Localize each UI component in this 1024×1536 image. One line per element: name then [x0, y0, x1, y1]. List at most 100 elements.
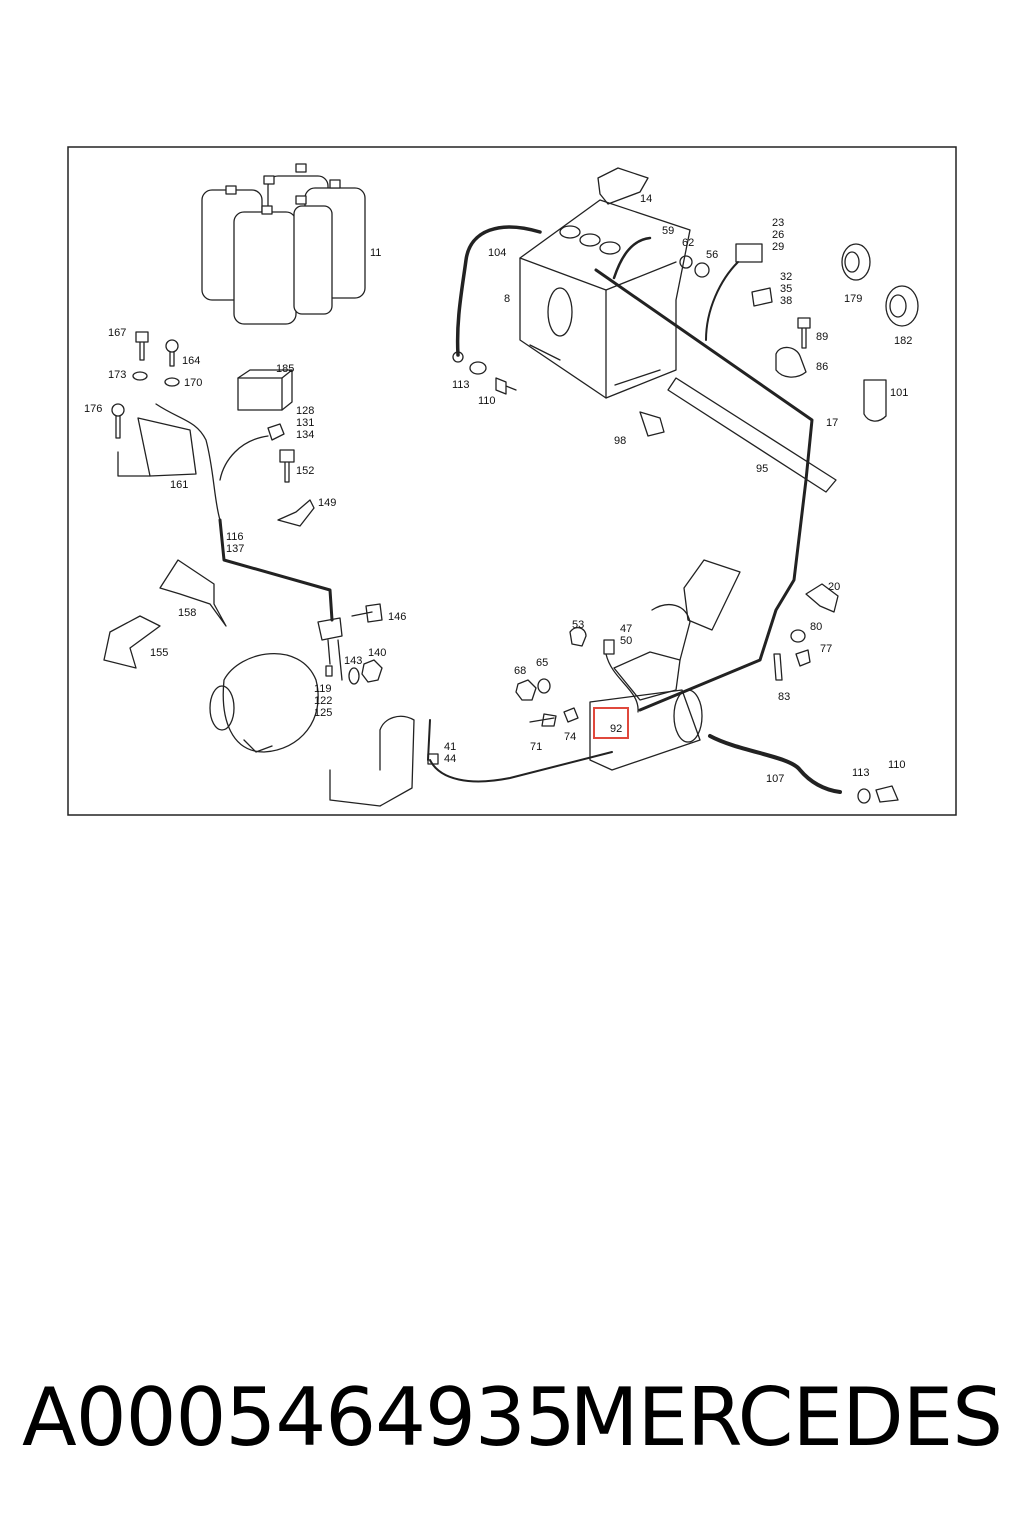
label-122: 122 [314, 695, 332, 707]
nut-68-icon [515, 679, 537, 701]
part-number: A0005464935 [22, 1371, 576, 1464]
cable-107 [708, 734, 842, 794]
label-59: 59 [662, 225, 674, 237]
sensor-128-icon [267, 423, 285, 441]
relay-185-icon [237, 377, 283, 411]
label-56: 56 [706, 249, 718, 261]
engine-block-icon [329, 715, 415, 807]
fuse-box-161-icon [137, 417, 197, 477]
label-68: 68 [514, 665, 526, 677]
label-11: 11 [370, 247, 381, 259]
label-128: 128 [296, 405, 314, 417]
label-53: 53 [572, 619, 584, 631]
label-167: 167 [108, 327, 126, 339]
nut-140-icon [361, 659, 383, 683]
label-41: 41 [444, 741, 456, 753]
brand-name: MERCEDES [569, 1371, 1003, 1464]
screw-71-icon [529, 713, 557, 727]
battery-icon [519, 199, 691, 399]
label-23: 23 [772, 217, 784, 229]
bracket-155-icon [103, 615, 161, 669]
label-104: 104 [488, 247, 506, 259]
label-149: 149 [318, 497, 336, 509]
label-86: 86 [816, 361, 828, 373]
label-95: 95 [756, 463, 768, 475]
label-17: 17 [826, 417, 838, 429]
parts-diagram: 11 14 104 59 62 56 23 26 29 32 35 38 179… [67, 146, 957, 816]
bolt-152-icon [279, 449, 295, 483]
alternator-icon [222, 653, 319, 753]
label-176: 176 [84, 403, 102, 415]
label-161: 161 [170, 479, 188, 491]
label-80: 80 [810, 621, 822, 633]
battery-cells-icon [201, 163, 366, 325]
plug-47-icon [603, 639, 615, 655]
rail-95-icon [667, 377, 837, 493]
label-47: 47 [620, 623, 632, 635]
label-71: 71 [530, 741, 542, 753]
cable-104 [455, 225, 542, 357]
label-32: 32 [780, 271, 792, 283]
label-107: 107 [766, 773, 784, 785]
clip-101-icon [863, 379, 887, 422]
label-182: 182 [894, 335, 912, 347]
label-173: 173 [108, 369, 126, 381]
label-119: 119 [314, 683, 332, 695]
bolt-146-icon [351, 603, 383, 623]
screw-176-icon [111, 403, 125, 417]
label-155: 155 [150, 647, 168, 659]
cable-59 [612, 236, 652, 280]
label-83: 83 [778, 691, 790, 703]
bracket-158-icon [159, 559, 227, 627]
clamp-14-icon [597, 167, 649, 205]
label-35: 35 [780, 283, 792, 295]
label-89: 89 [816, 331, 828, 343]
label-101: 101 [890, 387, 908, 399]
label-26: 26 [772, 229, 784, 241]
label-110-top: 110 [478, 395, 496, 407]
connector-23-icon [735, 243, 763, 263]
label-77: 77 [820, 643, 832, 655]
label-50: 50 [620, 635, 632, 647]
label-146: 146 [388, 611, 406, 623]
label-92: 92 [610, 723, 622, 735]
label-125: 125 [314, 707, 332, 719]
bolt-83-icon [773, 653, 783, 681]
label-20: 20 [828, 581, 840, 593]
label-179: 179 [844, 293, 862, 305]
clip-86-icon [775, 346, 807, 378]
label-38: 38 [780, 295, 792, 307]
label-140: 140 [368, 647, 386, 659]
label-170: 170 [184, 377, 202, 389]
label-113-bottom: 113 [852, 767, 870, 779]
label-158: 158 [178, 607, 196, 619]
bolt-167-icon [135, 331, 149, 361]
label-65: 65 [536, 657, 548, 669]
label-98: 98 [614, 435, 626, 447]
label-74: 74 [564, 731, 576, 743]
bracket-149-icon [277, 499, 315, 527]
label-29: 29 [772, 241, 784, 253]
label-185: 185 [276, 363, 294, 375]
label-14: 14 [640, 193, 652, 205]
cable-41 [427, 719, 613, 783]
caption: A0005464935 MERCEDES [0, 1368, 1024, 1478]
label-62: 62 [682, 237, 694, 249]
grommet-182-icon [885, 285, 919, 327]
label-134: 134 [296, 429, 314, 441]
label-44: 44 [444, 753, 456, 765]
label-110-bottom: 110 [888, 759, 906, 771]
label-116: 116 [226, 531, 244, 543]
screw-164-icon [165, 339, 179, 353]
grommet-179-icon [841, 243, 871, 281]
label-131: 131 [296, 417, 314, 429]
part-labels: 11 14 104 59 62 56 23 26 29 32 35 38 179… [84, 193, 912, 785]
diagram-frame [67, 146, 957, 816]
starter-motor-icon [589, 689, 701, 771]
highlight-box-92 [593, 707, 629, 739]
label-8: 8 [504, 293, 510, 305]
label-164: 164 [182, 355, 200, 367]
cable-17 [594, 268, 814, 712]
cap-53-icon [569, 626, 587, 647]
label-113-top: 113 [452, 379, 470, 391]
